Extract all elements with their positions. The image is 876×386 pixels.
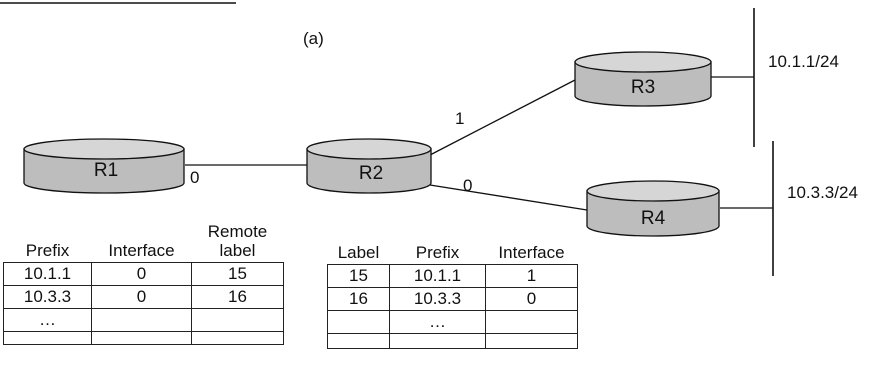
router-r4-label: R4 — [641, 208, 666, 229]
network-label-r3: 10.1.1/24 — [768, 52, 839, 71]
cell-interface: 0 — [91, 285, 192, 309]
link-r2-r4 — [429, 184, 588, 211]
header-interface: Interface — [498, 243, 565, 262]
link-r2-r3 — [429, 79, 576, 156]
header-prefix: Prefix — [415, 243, 460, 262]
cell-label: 16 — [327, 287, 390, 311]
router-r4: R4 — [586, 180, 720, 237]
router-r1-label: R1 — [94, 160, 118, 181]
r2-interface-0-label: 0 — [463, 176, 472, 195]
cell-interface: 0 — [485, 287, 578, 311]
table-header-row: Label Prefix Interface — [328, 243, 578, 265]
cell-prefix: 10.3.3 — [389, 287, 486, 311]
router-r2-label: R2 — [359, 163, 383, 184]
header-label: Label — [337, 243, 380, 262]
cell-remote-label: 16 — [191, 285, 284, 309]
table-row — [3, 331, 284, 345]
cell-label: 15 — [327, 264, 390, 288]
r2-interface-1-label: 1 — [455, 109, 464, 128]
cell-prefix — [3, 331, 92, 345]
cell-prefix: 10.1.1 — [3, 262, 92, 286]
table-row: 10.3.3 0 16 — [3, 285, 284, 309]
cell-remote-label: 15 — [191, 262, 284, 286]
table-row: 15 10.1.1 1 — [327, 264, 578, 288]
header-remote-label-line1: Remote — [207, 222, 268, 241]
cell-interface — [91, 308, 192, 332]
cell-interface — [91, 331, 192, 345]
network-label-r4: 10.3.3/24 — [787, 183, 858, 202]
header-prefix: Prefix — [25, 241, 70, 260]
table-row: … — [3, 308, 284, 332]
router-r1: R1 — [23, 138, 185, 194]
table-row: 10.1.1 0 15 — [3, 262, 284, 286]
table-row: 16 10.3.3 0 — [327, 287, 578, 311]
cell-label — [327, 310, 390, 334]
r2-label-table: Label Prefix Interface 15 10.1.1 1 16 10… — [327, 243, 578, 349]
header-interface: Interface — [108, 241, 175, 260]
cell-interface — [485, 333, 578, 349]
table-row — [327, 333, 578, 349]
cell-remote-label — [191, 308, 284, 332]
router-r3-label: R3 — [631, 77, 655, 98]
table-header-row: Prefix Interface Remote label — [4, 222, 284, 263]
cell-prefix: 10.1.1 — [389, 264, 486, 288]
router-r2: R2 — [306, 138, 432, 194]
cell-prefix: 10.3.3 — [3, 285, 92, 309]
r1-interface-label: 0 — [190, 168, 199, 187]
cell-remote-label — [191, 331, 284, 345]
router-r3: R3 — [574, 51, 712, 107]
cell-interface: 0 — [91, 262, 192, 286]
cell-interface: 1 — [485, 264, 578, 288]
header-remote-label: Remote label — [192, 222, 284, 263]
figure-caption: (a) — [303, 29, 324, 48]
cell-prefix: … — [389, 310, 486, 334]
cell-prefix — [389, 333, 486, 349]
header-remote-label-line2: label — [219, 241, 256, 260]
cell-prefix: … — [3, 308, 92, 332]
r1-forwarding-table: Prefix Interface Remote label 10.1.1 0 1… — [3, 222, 284, 345]
cell-interface — [485, 310, 578, 334]
cell-label — [327, 333, 390, 349]
table-row: … — [327, 310, 578, 334]
